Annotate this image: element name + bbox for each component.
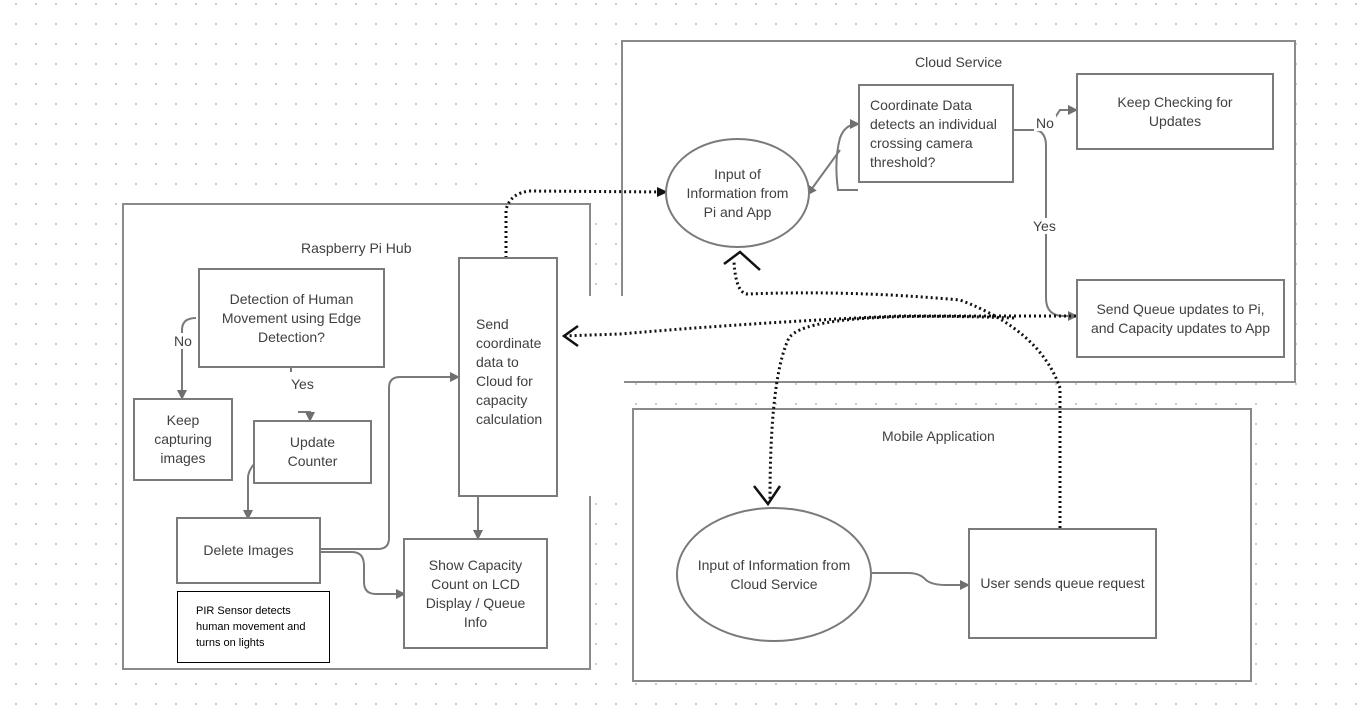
delete-images-box: Delete Images [176,517,321,584]
pir-sensor-note: PIR Sensor detects human movement and tu… [177,591,330,663]
keep-checking-box: Keep Checking for Updates [1076,73,1274,150]
dotted-send-to-cloud-input [504,189,666,258]
keep-capturing-box: Keep capturing images [133,398,233,481]
show-capacity-box: Show Capacity Count on LCD Display / Que… [403,538,548,649]
pi-no-label: No [172,333,194,349]
dotted-queue-request-to-cloud-input [732,261,1062,528]
pi-yes-label: Yes [289,376,316,392]
coordinate-decision-box: Coordinate Data detects an individual cr… [858,84,1014,183]
arrow-mobile-input-to-queue-request [872,572,970,590]
detection-decision-box: Detection of Human Movement using Edge D… [198,268,385,368]
send-queue-updates-box: Send Queue updates to Pi, and Capacity u… [1076,279,1285,358]
raspberry-pi-hub-title: Raspberry Pi Hub [301,240,412,256]
mobile-input-ellipse: Input of Information from Cloud Service [676,507,872,642]
send-coordinate-box: Send coordinate data to Cloud for capaci… [458,257,558,497]
arrow-detection-to-keep-capturing [177,317,197,400]
arrow-delete-to-show-capacity [320,551,406,599]
arrow-delete-to-send-coordinate [320,372,460,550]
cloud-yes-label: Yes [1031,218,1058,234]
mobile-application-title: Mobile Application [882,428,995,444]
dotted-send-queue-to-send-coordinate [561,314,1076,338]
border-patch [556,296,624,496]
dotted-cloud-to-mobile-input [768,314,1015,501]
cloud-no-label: No [1034,115,1056,131]
arrowhead-mobile-input [753,485,782,507]
cloud-input-ellipse: Input of Information from Pi and App [665,138,810,248]
arrowhead-cloud-input-right [657,187,668,197]
arrowhead-cloud-input [723,250,761,271]
arrowhead-send-coordinate [561,324,579,348]
arrow-decision-to-cloud-input-back [806,149,841,196]
arrow-detection-to-update-counter [290,368,310,420]
update-counter-box: Update Counter [253,420,372,484]
arrow-decision-to-cloud-input [835,119,860,191]
cloud-service-title: Cloud Service [915,54,1003,70]
queue-request-box: User sends queue request [968,528,1157,639]
canvas-patch [486,156,624,206]
